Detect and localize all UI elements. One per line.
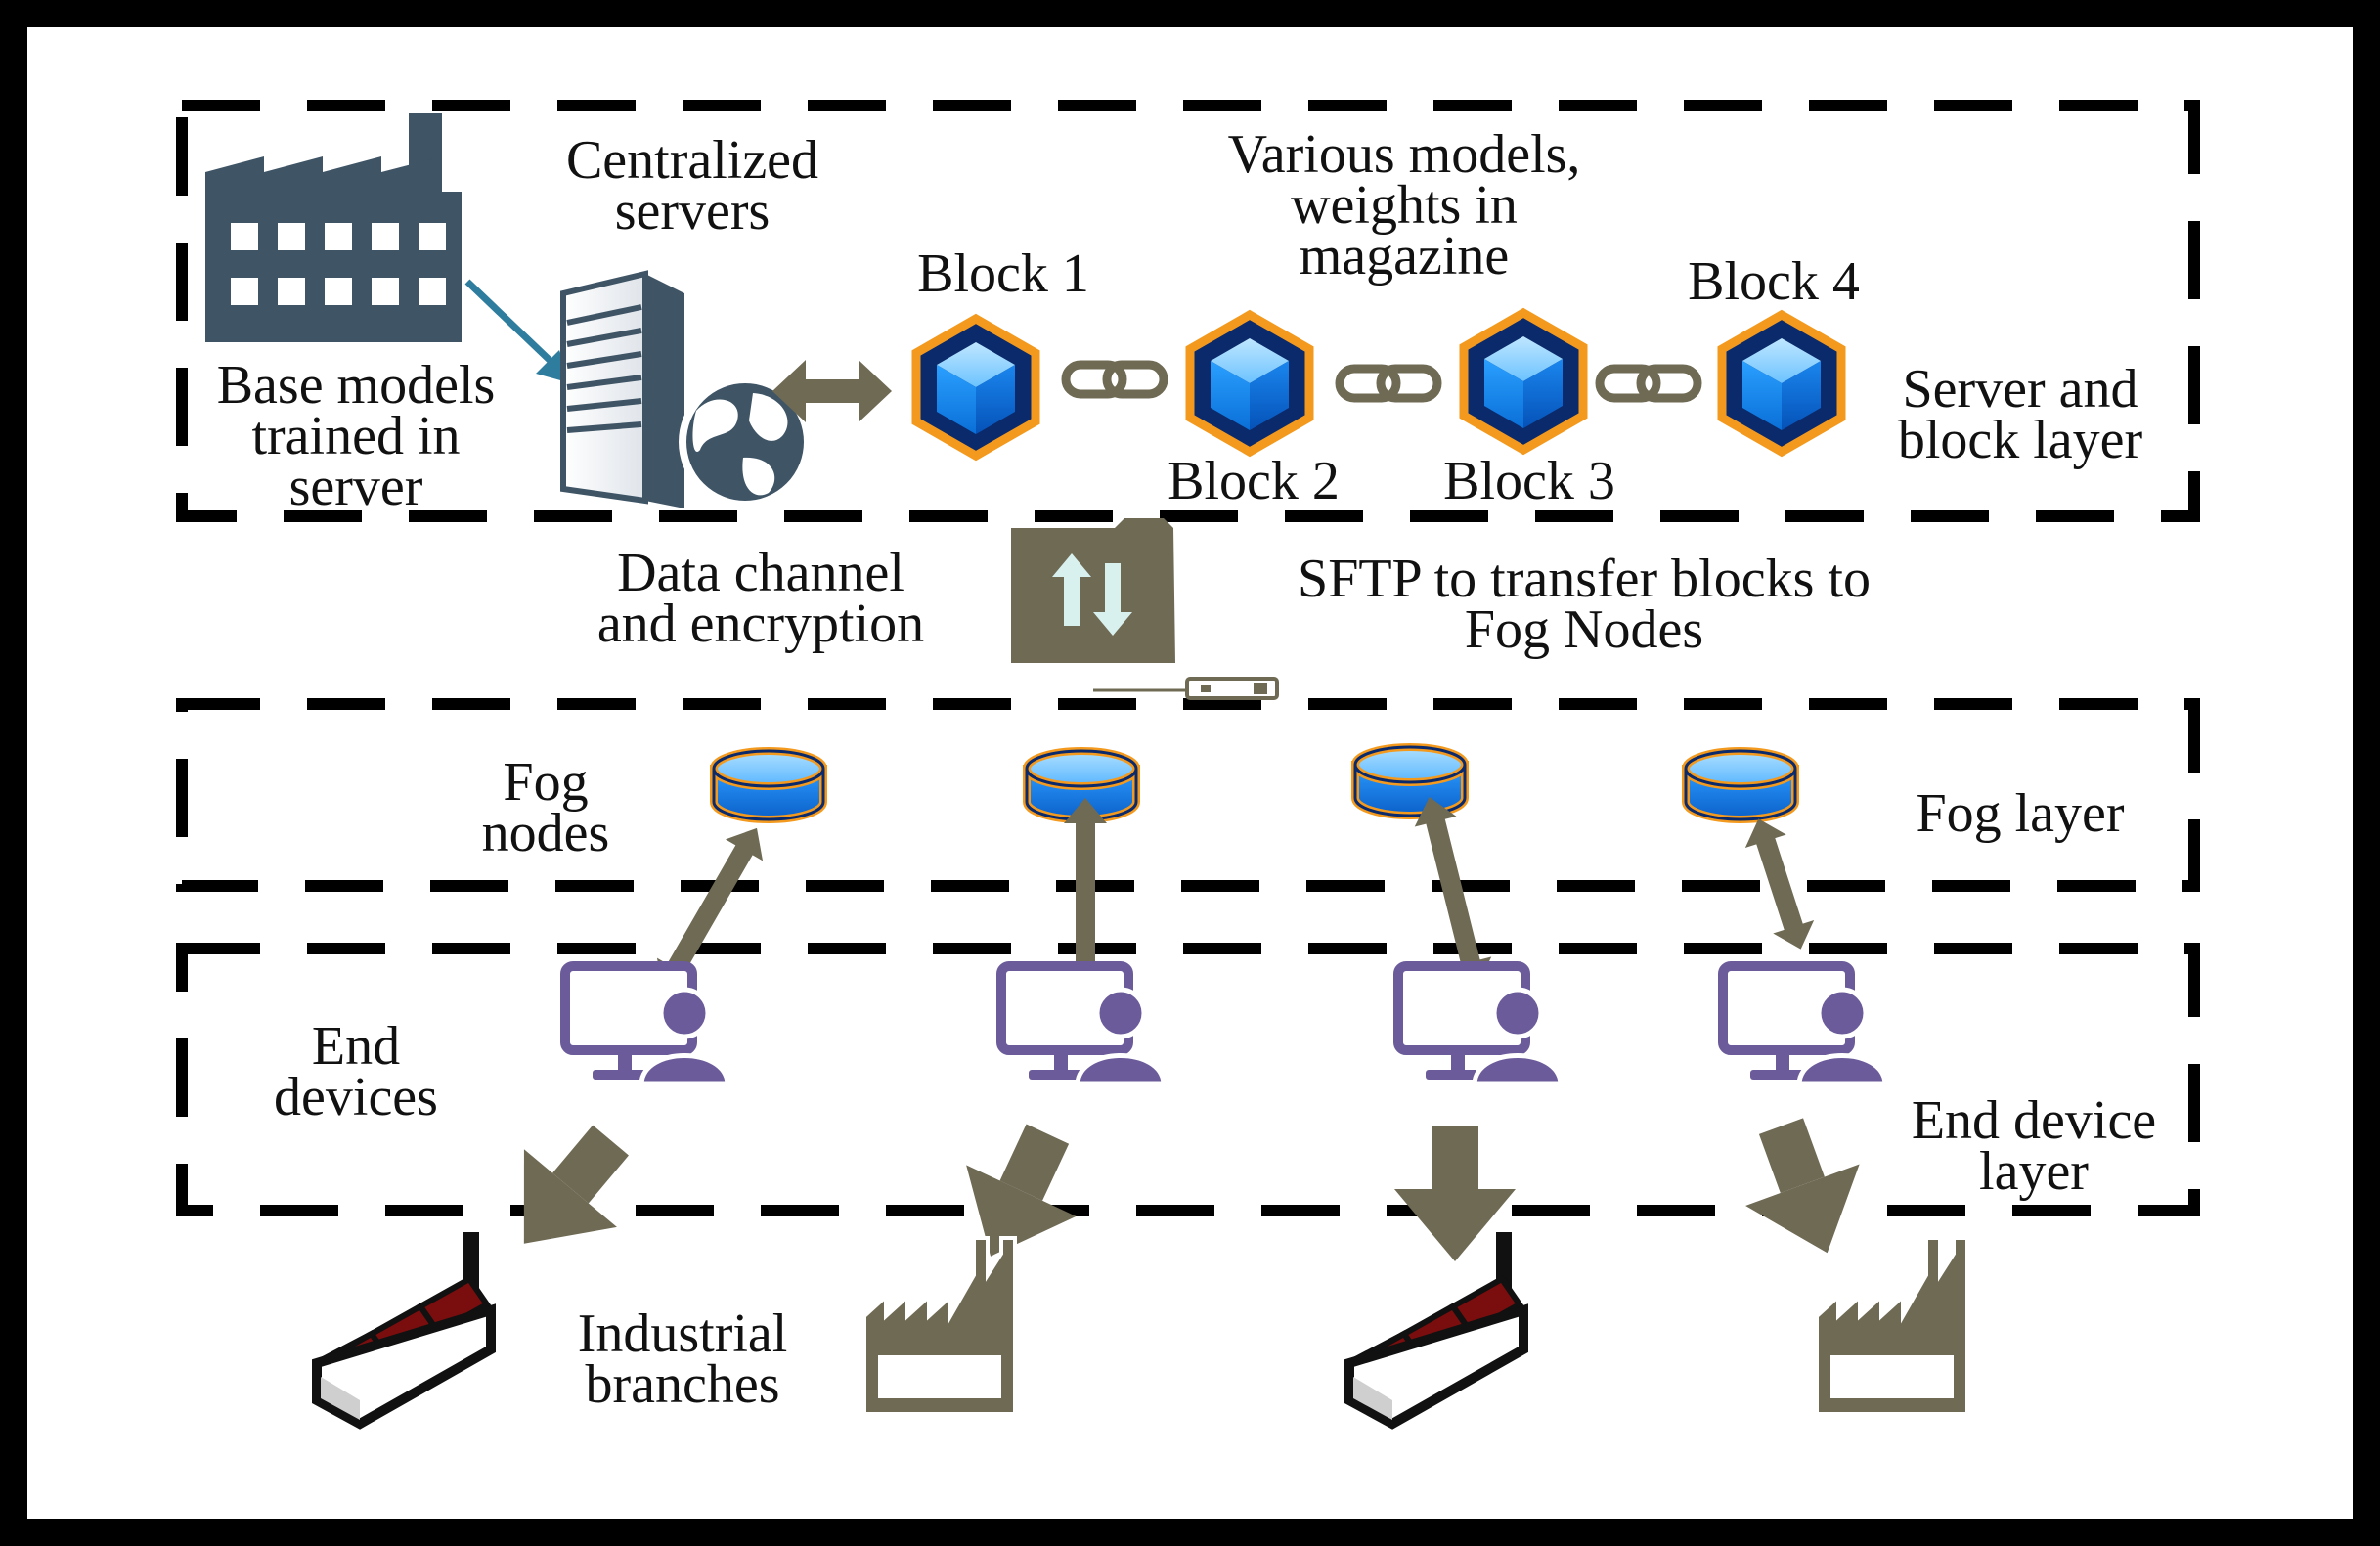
end-device-layer-box	[176, 943, 2200, 1216]
factory-icon	[205, 113, 462, 342]
end-device-layer-label-2: layer	[1979, 1141, 2089, 1202]
centralized-servers-label-2: servers	[615, 181, 771, 242]
block-2-label: Block 2	[1168, 451, 1340, 511]
monitor-user-icon	[1723, 966, 1885, 1083]
various-models-label-3: magazine	[1300, 226, 1510, 287]
chain-link-icon	[1600, 369, 1697, 398]
server-block-double-arrow	[772, 360, 892, 422]
fog-layer-box	[176, 698, 2200, 892]
fog-node-database-icon	[714, 751, 823, 819]
block-3-cube-icon	[1464, 313, 1583, 450]
fog-node-database-icon	[1355, 747, 1465, 816]
end-devices-label-1: End	[312, 1016, 400, 1077]
various-models-label-1: Various models,	[1228, 124, 1581, 185]
chain-link-icon	[1066, 365, 1164, 394]
block-1-cube-icon	[916, 319, 1036, 456]
down-arrow-1	[477, 1101, 658, 1283]
fog-nodes-label-1: Fog	[503, 752, 588, 813]
factory-outline-icon	[1815, 1236, 1969, 1416]
server-block-layer-box	[176, 100, 2200, 522]
block-1-label: Block 1	[917, 243, 1089, 304]
data-channel-label-1: Data channel	[617, 543, 904, 603]
monitor-user-icon	[565, 966, 727, 1083]
globe-icon	[679, 375, 812, 508]
block-4-cube-icon	[1722, 315, 1841, 452]
sftp-label-1: SFTP to transfer blocks to	[1298, 549, 1871, 609]
industrial-branches-label-1: Industrial	[578, 1303, 788, 1364]
end-devices-label-2: devices	[274, 1067, 438, 1127]
base-models-label-2: trained in	[251, 406, 460, 466]
factory-outline-icon	[862, 1236, 1017, 1416]
monitor-user-icon	[1398, 966, 1561, 1083]
down-arrow-4	[1724, 1105, 1884, 1274]
block-2-cube-icon	[1190, 315, 1309, 452]
fog-device-arrows	[656, 796, 1815, 994]
data-channel-label-2: and encryption	[597, 594, 924, 654]
factory-red-roof-icon	[317, 1232, 491, 1424]
server-block-layer-label-1: Server and	[1902, 359, 2138, 420]
block-3-label: Block 3	[1443, 451, 1615, 511]
sftp-label-2: Fog Nodes	[1465, 599, 1703, 660]
server-block-layer-label-2: block layer	[1898, 410, 2143, 470]
folder-transfer-icon	[1011, 518, 1279, 700]
end-device-layer-label-1: End device	[1912, 1090, 2156, 1151]
fog-nodes-label-2: nodes	[482, 803, 610, 863]
fog-layer-label: Fog layer	[1916, 783, 2124, 844]
chain-link-icon	[1340, 369, 1437, 398]
centralized-servers-label-1: Centralized	[566, 130, 818, 191]
industrial-branches-label-2: branches	[585, 1354, 779, 1415]
block-4-label: Block 4	[1688, 251, 1860, 312]
base-models-label-1: Base models	[217, 355, 496, 416]
server-icon	[560, 270, 684, 508]
down-arrow-2	[935, 1108, 1103, 1282]
fog-node-database-icon	[1686, 751, 1795, 819]
monitor-user-icon	[1001, 966, 1164, 1083]
base-models-label-3: server	[289, 457, 423, 517]
factory-red-roof-icon	[1349, 1232, 1523, 1424]
various-models-label-2: weights in	[1291, 175, 1518, 236]
